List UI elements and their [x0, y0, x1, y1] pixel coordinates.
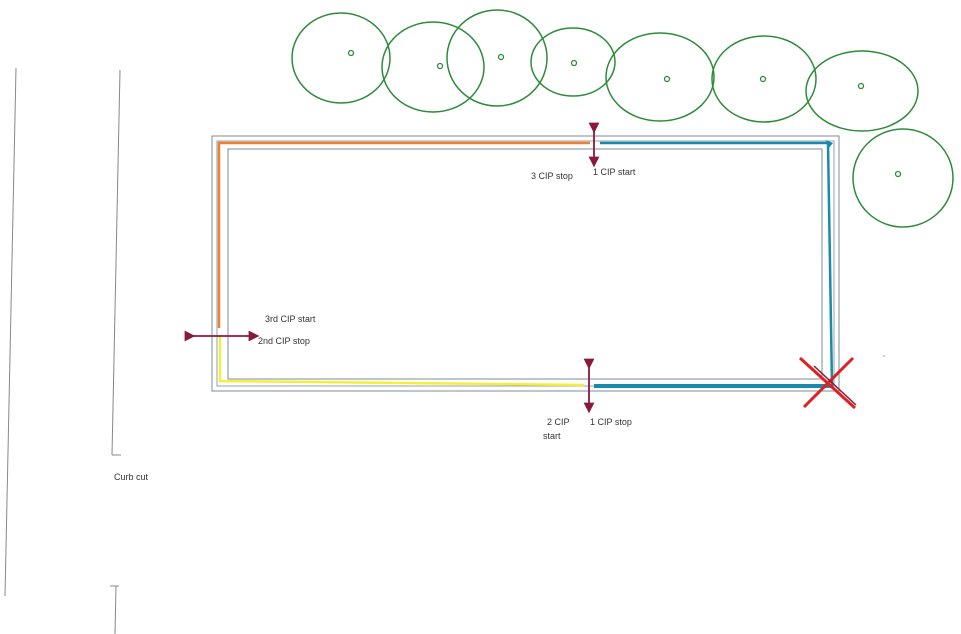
- tree-2: [381, 21, 485, 113]
- slab-outline-inner: [227, 148, 823, 380]
- tree-canopy: [530, 27, 616, 97]
- label-cip1-start: 1 CIP start: [593, 167, 636, 177]
- pour-1-arrowhead: [826, 140, 833, 149]
- pour-1-path: [594, 141, 834, 388]
- tree-6: [711, 35, 817, 123]
- label-cip2nd-stop: 2nd CIP stop: [258, 336, 310, 346]
- slab-outline-middle: [216, 140, 835, 387]
- curb-line-inner-upper: [111, 69, 121, 456]
- tree-5: [605, 32, 715, 122]
- tree-trunk: [497, 53, 505, 61]
- corner-arrow: [813, 365, 857, 406]
- label-cip3rd-start: 3rd CIP start: [265, 314, 316, 324]
- tree-canopy: [711, 35, 817, 123]
- label-cip2-start-line2: start: [543, 431, 561, 441]
- tree-7: [805, 50, 919, 132]
- label-cip1-stop: 1 CIP stop: [590, 417, 632, 427]
- tree-canopy: [605, 32, 715, 122]
- label-cip3-stop: 3 CIP stop: [531, 171, 573, 181]
- stray-dot: [883, 355, 885, 357]
- label-cip2-start-line1: 2 CIP: [547, 417, 570, 427]
- tree-trunk: [894, 170, 902, 178]
- tree-canopy: [291, 12, 391, 104]
- tree-canopy: [805, 50, 919, 132]
- tree-trunk: [663, 75, 671, 83]
- tree-canopy: [446, 9, 548, 107]
- curb-cut-label: Curb cut: [114, 472, 149, 482]
- curb-line-inner-lower: [114, 585, 117, 634]
- curb-line-outer: [4, 67, 17, 597]
- pour-2-path: [218, 336, 585, 387]
- tree-8: [852, 128, 954, 228]
- tree-3: [446, 9, 548, 107]
- tree-row: [291, 9, 954, 228]
- tree-canopy: [381, 21, 485, 113]
- tree-4: [530, 27, 616, 97]
- tree-trunk: [857, 82, 865, 90]
- cross-stroke-2: [802, 356, 855, 409]
- tree-canopy: [852, 128, 954, 228]
- tree-trunk: [759, 75, 767, 83]
- tree-trunk: [347, 49, 355, 57]
- slab-outline-outer: [211, 135, 840, 392]
- tree-1: [291, 12, 391, 104]
- pour-3-path: [217, 141, 590, 328]
- tree-trunk: [436, 62, 444, 70]
- tree-trunk: [570, 59, 578, 67]
